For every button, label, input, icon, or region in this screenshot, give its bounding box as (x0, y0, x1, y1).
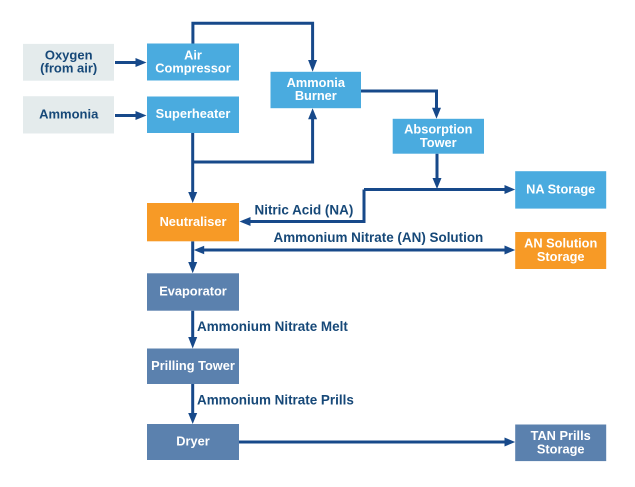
svg-text:Oxygen: Oxygen (45, 47, 93, 62)
svg-text:Storage: Storage (537, 441, 585, 456)
svg-text:Storage: Storage (537, 249, 585, 264)
svg-text:Ammonia: Ammonia (39, 106, 99, 121)
svg-text:Dryer: Dryer (176, 434, 209, 449)
svg-text:Prilling Tower: Prilling Tower (151, 358, 235, 373)
svg-text:Ammonia: Ammonia (287, 75, 346, 90)
svg-text:Compressor: Compressor (155, 61, 230, 76)
svg-text:Neutraliser: Neutraliser (160, 214, 227, 229)
svg-text:Absorption: Absorption (404, 122, 472, 137)
svg-text:Ammonium Nitrate Melt: Ammonium Nitrate Melt (197, 319, 348, 334)
svg-text:NA Storage: NA Storage (526, 181, 595, 196)
svg-text:Ammonium Nitrate (AN) Solution: Ammonium Nitrate (AN) Solution (274, 230, 484, 245)
svg-text:Nitric Acid (NA): Nitric Acid (NA) (255, 202, 354, 217)
svg-text:Burner: Burner (295, 88, 337, 103)
svg-text:Superheater: Superheater (156, 106, 231, 121)
svg-text:TAN Prills: TAN Prills (531, 428, 591, 443)
svg-text:Air: Air (184, 47, 202, 62)
svg-text:AN Solution: AN Solution (524, 236, 597, 251)
svg-text:Evaporator: Evaporator (159, 283, 227, 298)
svg-text:Ammonium Nitrate Prills: Ammonium Nitrate Prills (197, 392, 354, 407)
svg-text:(from air): (from air) (40, 61, 97, 76)
svg-text:Tower: Tower (420, 135, 457, 150)
